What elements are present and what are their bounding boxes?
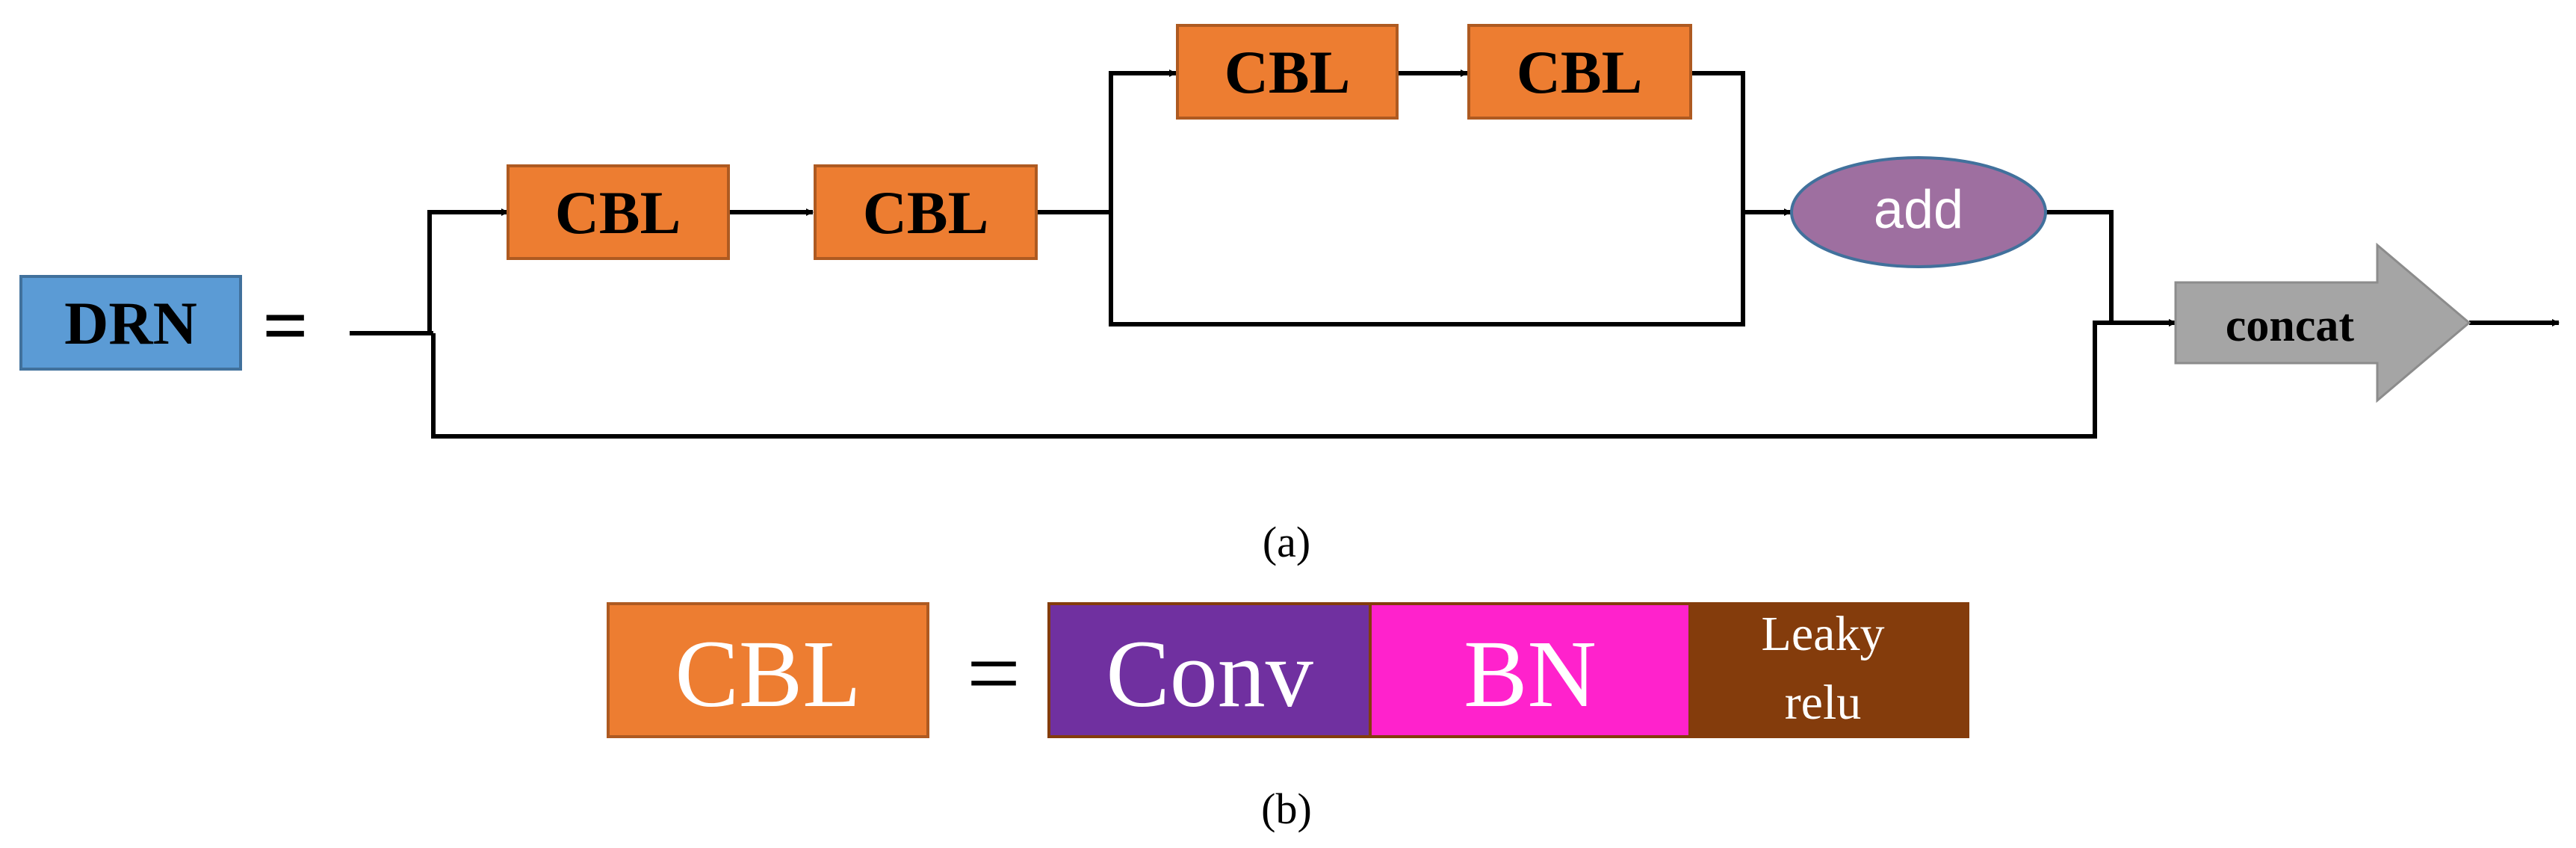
- drn-box: [19, 275, 242, 371]
- cbl-equals-sign: =: [967, 620, 1021, 726]
- cbl-legend-box: [607, 602, 929, 738]
- conv-label: Conv: [1106, 621, 1313, 727]
- leaky-relu-segment: [1688, 602, 1969, 738]
- add-label: add: [1874, 180, 1963, 240]
- cbl-block-3: [1176, 24, 1399, 120]
- connector-lines: [350, 69, 2560, 439]
- cbl-block-1: [507, 164, 730, 260]
- cbl-block-4-label: CBL: [1517, 38, 1643, 106]
- caption-a: (a): [1263, 518, 1310, 566]
- add-node: [1790, 156, 2047, 268]
- concat-label: concat: [2226, 300, 2355, 351]
- cbl-block-2: [814, 164, 1038, 260]
- caption-b: (b): [1261, 784, 1312, 833]
- cbl-block-3-label: CBL: [1224, 38, 1351, 106]
- conv-segment: [1047, 602, 1372, 738]
- panel-a: DRN =: [19, 24, 2560, 566]
- leaky-relu-label-line1: Leaky: [1762, 607, 1885, 661]
- panel-b: CBL = Conv BN Leaky relu (b): [607, 602, 1969, 833]
- cbl-block-2-label: CBL: [863, 179, 989, 247]
- drn-label: DRN: [64, 289, 197, 357]
- bn-label: BN: [1464, 621, 1597, 727]
- cbl-block-4: [1467, 24, 1692, 120]
- cbl-legend-label: CBL: [675, 621, 861, 727]
- cbl-block-1-label: CBL: [555, 179, 681, 247]
- leaky-relu-label-line2: relu: [1785, 675, 1862, 730]
- concat-arrow: [2174, 242, 2471, 403]
- drn-equals-sign: =: [262, 282, 309, 371]
